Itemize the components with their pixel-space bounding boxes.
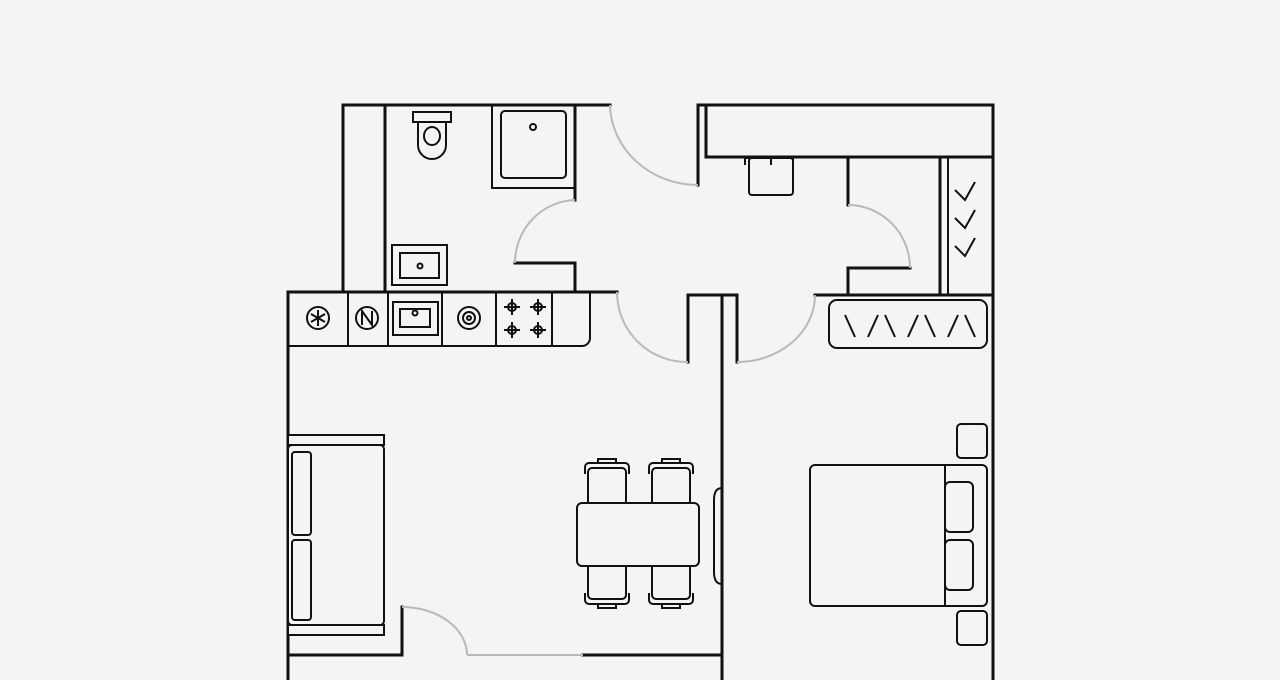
hallway — [744, 156, 994, 296]
door-swing-kitchen — [616, 291, 689, 364]
entry-bench-icon — [744, 157, 794, 196]
washbasin-icon — [391, 244, 448, 286]
dining-table-icon — [576, 458, 700, 609]
stove-icon — [504, 299, 546, 338]
living-room — [287, 434, 723, 636]
dining-table-top — [576, 502, 700, 567]
sofa-icon — [287, 434, 385, 636]
door-swing-hall-top — [609, 104, 699, 186]
bed-pillow — [944, 481, 974, 533]
entry-wall-left — [286, 605, 404, 657]
wall-hall-upper — [704, 103, 995, 159]
wall-radiator-icon — [713, 487, 723, 585]
kitchen-counter — [288, 291, 591, 347]
wardrobe-icon — [939, 156, 994, 296]
dining-chair-icon — [648, 458, 694, 506]
bed-pillow — [944, 539, 974, 591]
nightstand-icon — [956, 423, 988, 459]
nightstand-icon — [956, 610, 988, 646]
dining-chair-icon — [584, 458, 630, 506]
door-swing-bedroom — [736, 294, 816, 363]
door-swing-wardrobe — [847, 204, 911, 269]
toilet-icon — [412, 111, 452, 160]
dishwasher-icon — [355, 306, 379, 330]
door-swing-bathroom — [514, 199, 576, 264]
dining-chair-icon — [648, 561, 694, 609]
washing-machine-icon — [457, 306, 481, 330]
bedroom — [809, 299, 988, 646]
outer-wall-top-right — [696, 103, 995, 680]
doors — [401, 104, 911, 656]
bath-door-jamb-bottom — [513, 261, 577, 294]
kitchen — [288, 291, 591, 347]
wardrobe-wall-lower — [846, 266, 912, 297]
double-bed-icon — [809, 464, 988, 607]
dresser-icon — [828, 299, 988, 349]
bathroom — [391, 104, 576, 286]
counter-dividers — [347, 292, 553, 346]
fridge-icon — [306, 306, 330, 330]
shower-tray-icon — [491, 104, 576, 189]
sink-icon — [392, 301, 439, 336]
door-swing-entry — [401, 606, 468, 656]
dining-chair-icon — [584, 561, 630, 609]
partition-center-2 — [686, 293, 739, 364]
